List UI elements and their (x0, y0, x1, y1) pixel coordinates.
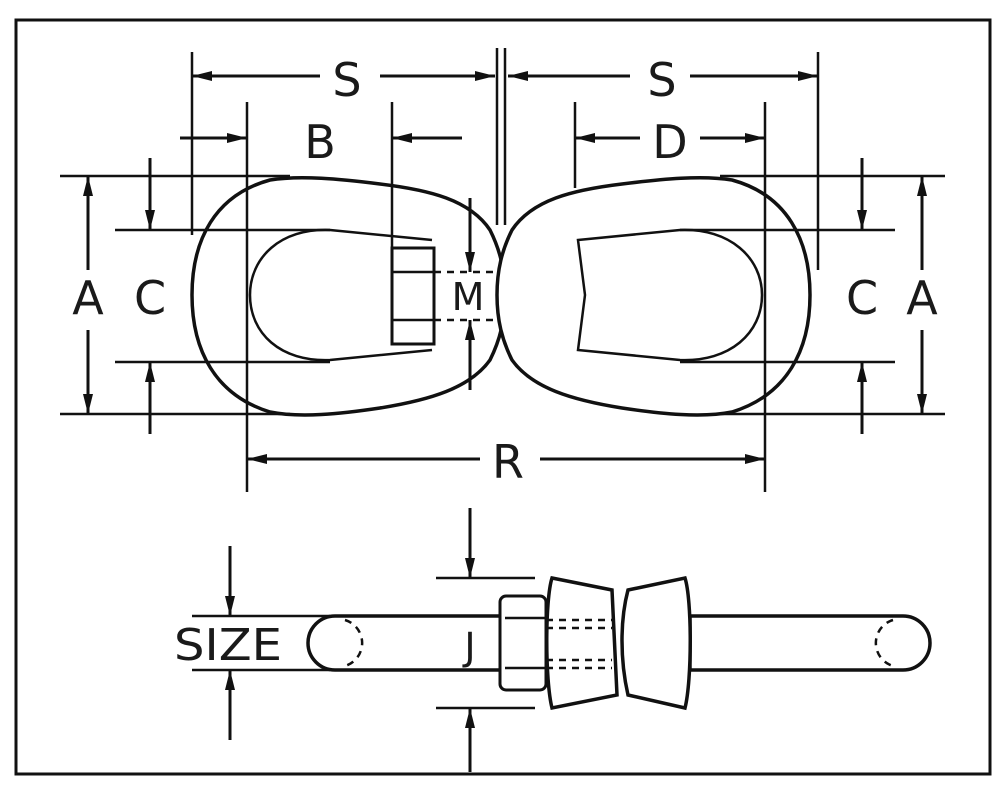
right-eye-inner (576, 228, 764, 362)
left-rod-end-hidden (344, 618, 364, 668)
diagram-frame (14, 18, 992, 776)
a-left-label: A (72, 271, 104, 325)
nut (390, 246, 436, 346)
m-label: M (452, 275, 485, 319)
left-collar (545, 575, 619, 711)
s-right-label: S (647, 53, 676, 107)
right-rod-end-hidden (874, 618, 894, 668)
s-left-label: S (332, 53, 361, 107)
right-rod (688, 614, 932, 672)
swivel-top-view (190, 175, 812, 417)
c-right-label: C (846, 271, 878, 325)
side-nut (498, 594, 548, 692)
r-label: R (492, 435, 524, 489)
left-eye-outline (190, 175, 507, 417)
b-label: B (304, 115, 336, 169)
left-eye-inner (248, 228, 433, 362)
size-label: SIZE (174, 620, 282, 671)
d-label: D (652, 115, 687, 169)
c-left-label: C (134, 271, 166, 325)
j-label: J (462, 625, 475, 669)
a-right-label: A (906, 271, 938, 325)
right-collar (620, 575, 692, 711)
swivel-side-view (306, 575, 932, 711)
